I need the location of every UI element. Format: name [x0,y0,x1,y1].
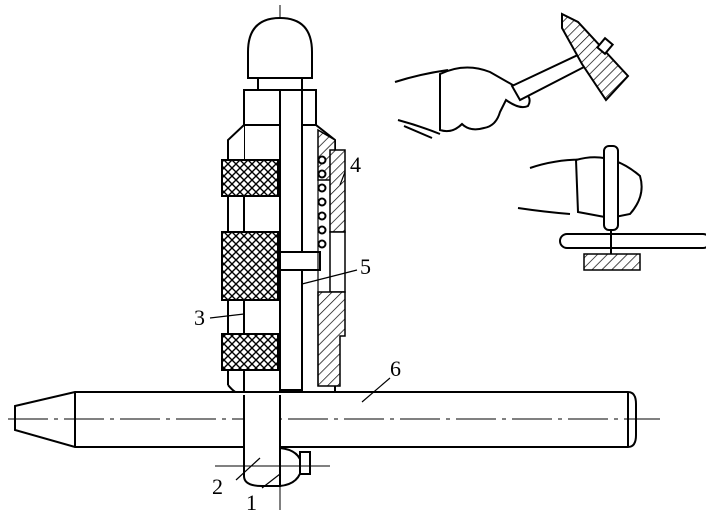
hatched-wall-lower [317,291,346,387]
lower-post [215,395,330,488]
hammer-illustration [394,12,630,139]
cap-neck [257,77,303,91]
tap-wrench-illustration [517,145,706,271]
label-4: 4 [350,152,361,177]
knurl-band-top [221,159,279,197]
cap-dome [247,16,313,79]
label-5: 5 [360,254,371,279]
leader-lines [209,171,391,489]
hand-hammer [439,66,531,133]
workpiece-surface [583,253,641,271]
bar-6 [8,391,660,448]
handle-body [221,16,346,401]
part-1-ball [279,446,304,488]
label-1: 1 [246,490,257,515]
tool-shank [603,145,619,231]
label-3: 3 [194,305,205,330]
spring-coils [317,155,327,249]
plunger-collar [279,251,321,271]
hatched-wall-upper [329,149,346,233]
label-2: 2 [212,474,223,499]
hammer-handle [510,52,588,102]
part-2-shank [243,395,281,487]
plunger-rod [279,89,303,391]
knurl-band-middle [221,231,279,301]
hammer-head [561,12,630,102]
label-6: 6 [390,356,401,381]
knurl-band-bottom [221,333,279,371]
wrench-bar [559,233,706,249]
